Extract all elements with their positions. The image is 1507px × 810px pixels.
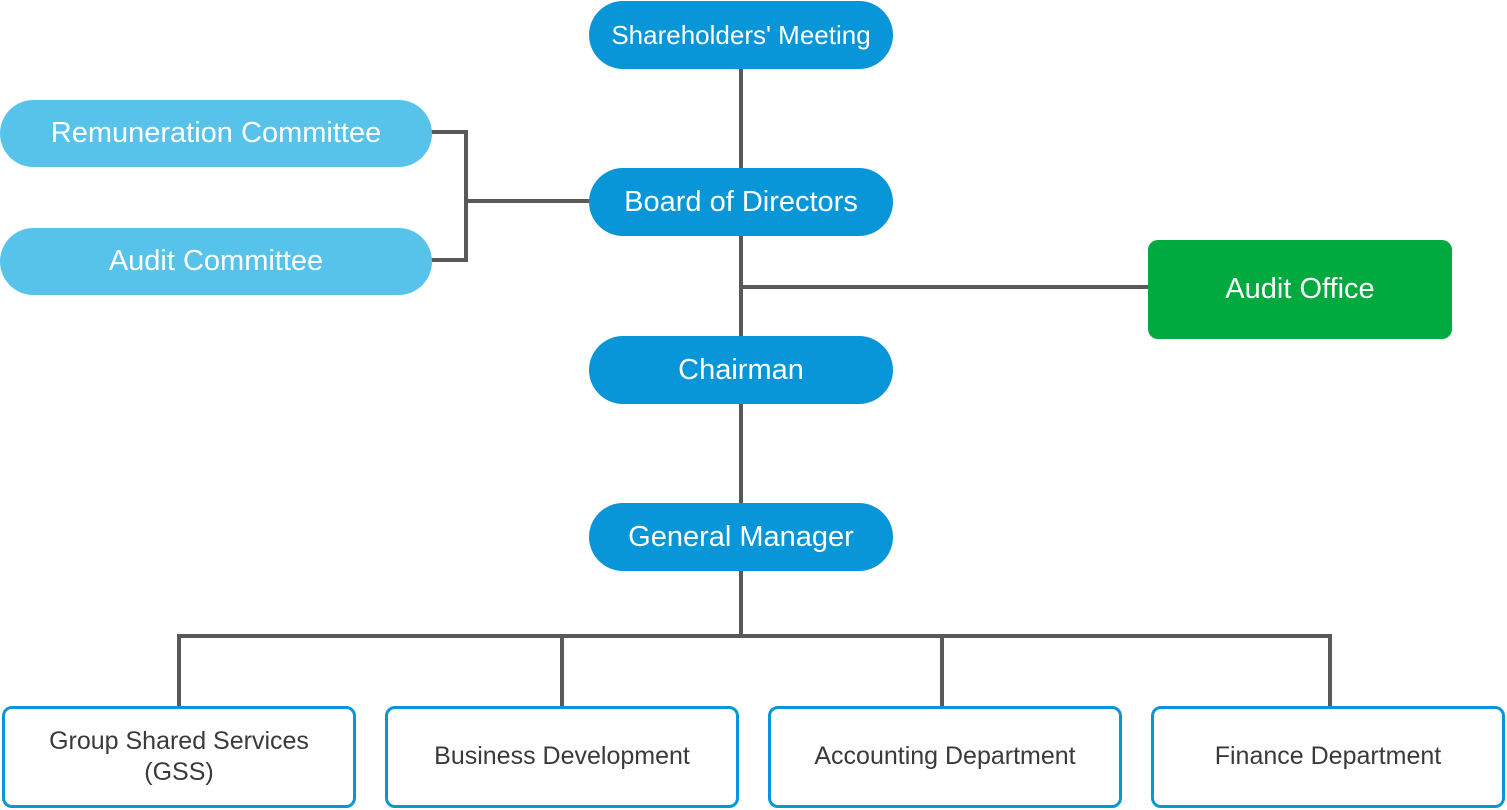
business-development-node: Business Development [385, 706, 739, 808]
remuneration-committee-node: Remuneration Committee [0, 100, 432, 167]
audit-office-node: Audit Office [1148, 240, 1452, 339]
shareholders-meeting-node: Shareholders' Meeting [589, 1, 893, 69]
chairman-label: Chairman [678, 353, 804, 386]
audit-office-label: Audit Office [1225, 273, 1375, 305]
gss-department-node: Group Shared Services (GSS) [2, 706, 356, 808]
audit-committee-node: Audit Committee [0, 228, 432, 295]
connector-committees-bracket [430, 130, 468, 262]
audit-committee-label: Audit Committee [108, 245, 324, 277]
business-development-label: Business Development [434, 742, 690, 771]
shareholders-meeting-label: Shareholders' Meeting [611, 19, 871, 50]
finance-department-node: Finance Department [1151, 706, 1505, 808]
finance-department-label: Finance Department [1214, 742, 1442, 771]
general-manager-label: General Manager [628, 520, 854, 553]
accounting-department-node: Accounting Department [768, 706, 1122, 808]
board-of-directors-label: Board of Directors [624, 185, 858, 218]
remuneration-committee-label: Remuneration Committee [50, 117, 382, 149]
board-of-directors-node: Board of Directors [589, 168, 893, 236]
gss-department-label-line1: Group Shared Services [49, 726, 309, 755]
connector-departments-bus [177, 634, 1332, 706]
general-manager-node: General Manager [589, 503, 893, 571]
gss-department-label-line2: (GSS) [144, 758, 214, 786]
accounting-department-label: Accounting Department [814, 742, 1076, 771]
chairman-node: Chairman [589, 336, 893, 404]
